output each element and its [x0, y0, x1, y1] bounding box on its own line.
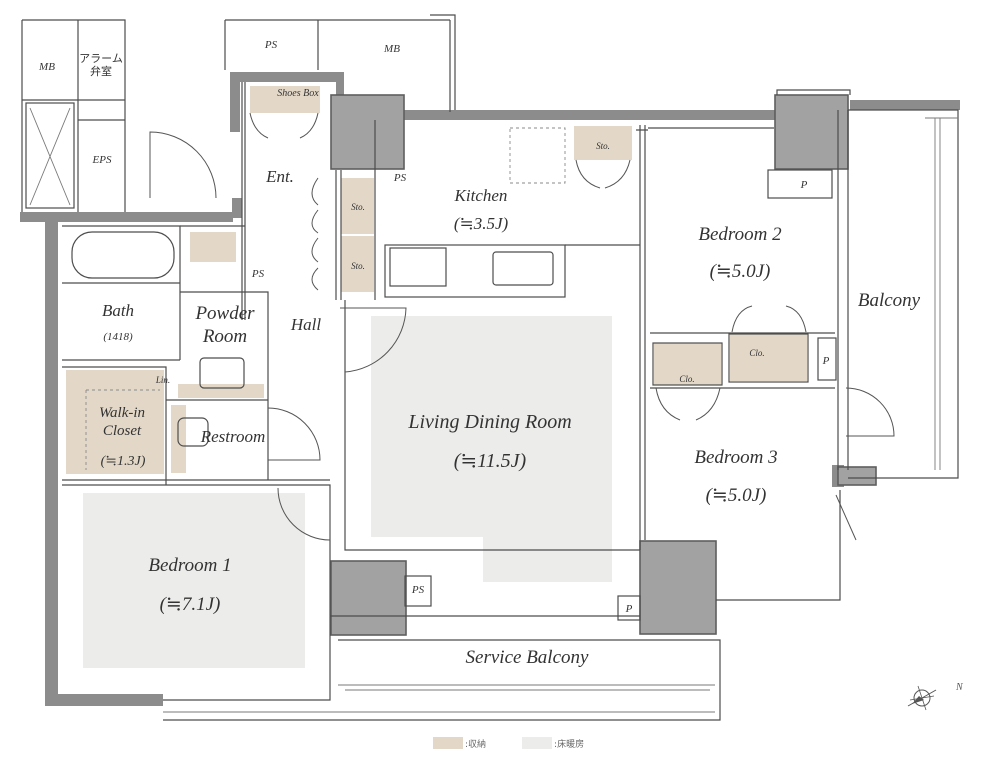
label-service-balcony: Service Balcony	[466, 647, 589, 668]
label-eps: EPS	[92, 154, 112, 166]
storage-hall-2	[341, 236, 374, 292]
storage-closet-b2	[730, 334, 807, 381]
label-closet-b3: Clo.	[679, 374, 694, 384]
storage-walkin	[66, 370, 164, 474]
label-ps-top: PS	[264, 39, 278, 51]
label-p-balcony: P	[822, 355, 830, 367]
floor-heating-areas	[83, 316, 612, 668]
legend-heating-label: :床暖房	[554, 739, 585, 750]
label-walkin: Walk-in Closet	[99, 405, 145, 439]
heating-living	[371, 316, 612, 582]
label-mb-top: MB	[383, 43, 400, 55]
storage-closet-b3	[654, 343, 721, 385]
label-powder-room: Powder Room	[195, 303, 254, 347]
label-ps-living: PS	[411, 584, 425, 596]
label-shoes-box: Shoes Box	[277, 88, 318, 99]
storage-kitchen	[574, 126, 632, 160]
label-bath-size: (1418)	[103, 331, 133, 343]
label-restroom: Restroom	[200, 427, 266, 446]
label-living-size: (≒11.5J)	[454, 450, 527, 472]
pillar-bottom-left	[330, 560, 407, 636]
storage-shoes-box	[250, 86, 320, 113]
label-kitchen: Kitchen	[454, 186, 508, 205]
label-storage-kitchen: Sto.	[596, 141, 610, 151]
partitions	[21, 14, 959, 721]
label-hall: Hall	[290, 315, 322, 334]
label-ps-entrance: PS	[393, 172, 407, 184]
label-walkin-size: (≒1.3J)	[101, 454, 146, 469]
legend: :収納 :床暖房	[433, 735, 584, 751]
label-bedroom2-size: (≒5.0J)	[710, 261, 771, 282]
label-storage-hall-2: Sto.	[351, 261, 365, 271]
label-storage-hall-1: Sto.	[351, 202, 365, 212]
label-bath: Bath	[102, 301, 134, 320]
pillar-top-right	[774, 94, 849, 170]
pillar-bottom-right	[639, 540, 717, 635]
legend-heating-swatch	[522, 737, 553, 749]
pillar-top-center	[330, 94, 405, 170]
storage-linen	[178, 384, 264, 398]
label-bedroom3: Bedroom 3	[694, 447, 777, 468]
label-linen: Lin.	[155, 375, 170, 385]
heating-bedroom1	[83, 493, 305, 668]
pillar-balcony	[837, 466, 877, 486]
storage-powder	[190, 232, 236, 262]
label-closet-b2: Clo.	[749, 348, 764, 358]
legend-storage-swatch	[433, 737, 463, 749]
pillars	[330, 94, 877, 636]
room-labels: MB アラーム弁室 EPS PS MB Shoes Box Ent. PS St…	[38, 39, 921, 668]
label-bedroom2: Bedroom 2	[698, 224, 782, 245]
label-bedroom1: Bedroom 1	[148, 555, 231, 576]
label-balcony: Balcony	[858, 290, 921, 311]
label-kitchen-size: (≒3.5J)	[454, 214, 509, 233]
label-living: Living Dining Room	[407, 411, 571, 433]
label-p-service: P	[625, 603, 633, 615]
label-p-bedroom2: P	[800, 179, 808, 191]
label-bedroom3-size: (≒5.0J)	[706, 485, 767, 506]
compass-icon: N	[907, 682, 964, 711]
legend-storage-label: :収納	[465, 739, 487, 750]
compass-north-label: N	[955, 682, 964, 693]
label-alarm-valve: アラーム弁室	[79, 52, 123, 78]
label-mb-left: MB	[38, 61, 55, 73]
label-entrance: Ent.	[265, 167, 294, 186]
label-bedroom1-size: (≒7.1J)	[160, 594, 221, 615]
storage-hall-1	[341, 178, 374, 234]
doors	[149, 112, 895, 541]
label-ps-powder: PS	[251, 268, 265, 280]
